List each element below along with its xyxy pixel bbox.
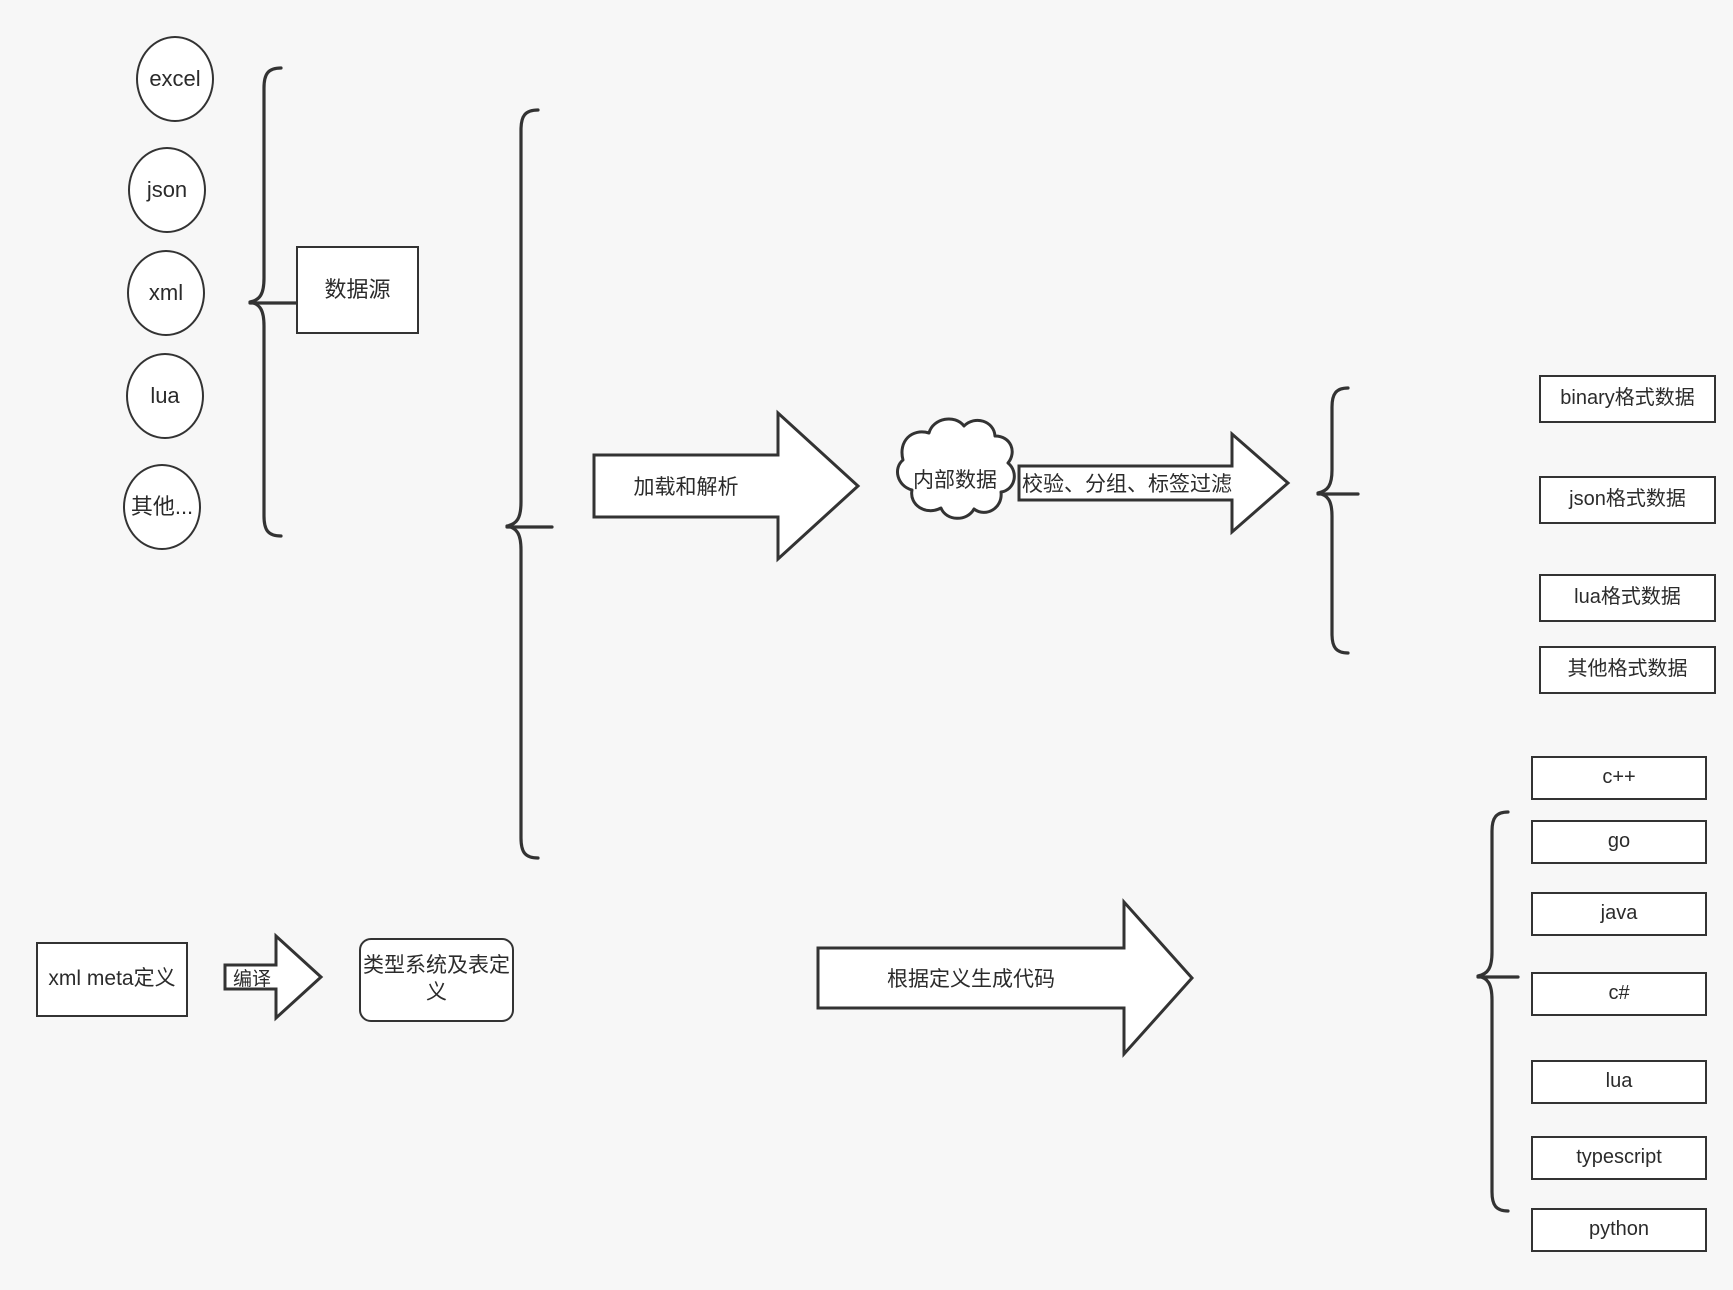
xml-meta-definition-label: xml meta定义	[48, 967, 176, 991]
output-language-java-label: java	[1600, 902, 1638, 925]
output-format-lua[interactable]: lua格式数据	[1539, 574, 1716, 622]
data-source-xml[interactable]: xml	[127, 250, 205, 336]
output-format-other-label: 其他格式数据	[1567, 658, 1688, 681]
type-system-table-definition-label: 类型系统及表定义	[363, 954, 510, 1004]
codegen-arrow	[816, 898, 1195, 1058]
output-language-lua[interactable]: lua	[1531, 1060, 1707, 1104]
output-format-binary-label: binary格式数据	[1560, 387, 1695, 410]
data-source-brace	[248, 66, 298, 538]
output-format-brace	[1316, 386, 1360, 655]
load-parse-arrow	[592, 409, 861, 563]
output-language-java[interactable]: java	[1531, 892, 1707, 936]
output-language-python[interactable]: python	[1531, 1208, 1707, 1252]
output-language-python-label: python	[1588, 1218, 1650, 1241]
output-language-lua-label: lua	[1605, 1070, 1633, 1093]
data-source-lua[interactable]: lua	[126, 353, 204, 439]
data-source-json-label: json	[146, 176, 188, 202]
output-format-other[interactable]: 其他格式数据	[1539, 646, 1716, 694]
data-source-lua-label: lua	[150, 382, 180, 408]
xml-meta-definition-box[interactable]: xml meta定义	[36, 942, 188, 1017]
data-source-xml-label: xml	[148, 279, 184, 305]
data-source-excel[interactable]: excel	[136, 36, 214, 122]
output-format-json[interactable]: json格式数据	[1539, 476, 1716, 524]
output-language-csharp-label: c#	[1608, 982, 1630, 1005]
compile-arrow-label: 编译	[232, 968, 271, 990]
output-language-typescript-label: typescript	[1576, 1146, 1662, 1169]
type-system-table-definition-box[interactable]: 类型系统及表定义	[359, 938, 514, 1022]
output-language-brace	[1476, 810, 1520, 1213]
output-format-binary[interactable]: binary格式数据	[1539, 375, 1716, 423]
data-source-group-label: 数据源	[324, 276, 391, 302]
data-source-json[interactable]: json	[128, 147, 206, 233]
output-language-cpp[interactable]: c++	[1531, 756, 1707, 800]
load-parse-arrow-label: 加载和解析	[633, 476, 739, 499]
data-source-excel-label: excel	[149, 65, 201, 91]
output-format-json-label: json格式数据	[1569, 488, 1686, 511]
output-language-typescript[interactable]: typescript	[1531, 1136, 1707, 1180]
output-language-cpp-label: c++	[1602, 766, 1636, 789]
pipeline-input-brace	[505, 108, 554, 860]
validate-group-filter-arrow	[1017, 430, 1291, 536]
output-language-go-label: go	[1607, 830, 1631, 853]
codegen-arrow-label: 根据定义生成代码	[887, 968, 1055, 991]
output-language-csharp[interactable]: c#	[1531, 972, 1707, 1016]
output-language-go[interactable]: go	[1531, 820, 1707, 864]
compile-arrow	[223, 932, 324, 1022]
output-format-lua-label: lua格式数据	[1574, 586, 1681, 609]
internal-data-cloud-label: 内部数据	[913, 469, 997, 492]
data-source-group-box[interactable]: 数据源	[296, 246, 419, 334]
data-source-other-label: 其他...	[130, 493, 194, 519]
data-source-other[interactable]: 其他...	[123, 464, 201, 550]
validate-group-filter-arrow-label: 校验、分组、标签过滤	[1022, 473, 1232, 496]
